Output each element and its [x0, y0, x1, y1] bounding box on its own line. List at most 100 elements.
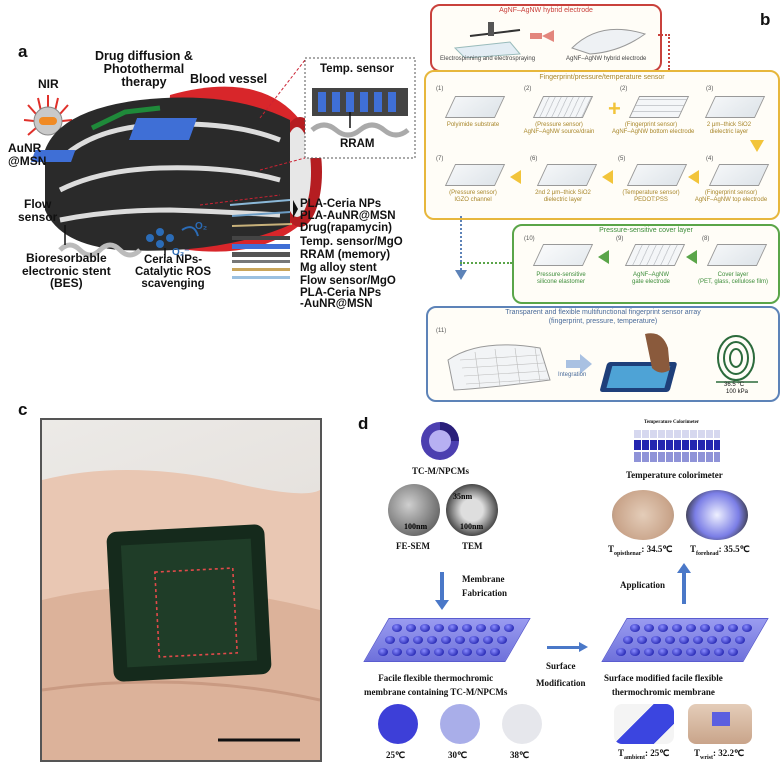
step2a-label: (Pressure sensor) AgNF–AgNW source/drain	[523, 122, 595, 135]
bead	[735, 636, 745, 644]
panel-label-d: d	[358, 414, 369, 433]
flow-sensor-label: Flow sensor	[18, 197, 58, 224]
panel-c: c	[0, 400, 340, 763]
ambient-photo	[614, 704, 674, 744]
membrane-fabrication-label: Membrane Fabrication	[462, 574, 507, 599]
bead	[483, 636, 493, 644]
swatch-30	[440, 704, 480, 744]
sensor-box: Fingerprint/pressure/temperature sensor	[424, 70, 780, 220]
bead	[490, 648, 500, 656]
t-ambient-t: T	[618, 748, 625, 758]
step1-num: (1)	[436, 86, 444, 92]
bead	[406, 624, 416, 632]
bead	[714, 648, 724, 656]
layer-label-1: PLA-Ceria NPs	[300, 198, 382, 210]
bead	[441, 636, 451, 644]
arrow-8-to-9	[686, 250, 697, 264]
bead	[721, 636, 731, 644]
t-forehead: Tforehead: 35.5℃	[690, 544, 750, 557]
sensor-box-title: Fingerprint/pressure/temperature sensor	[539, 74, 665, 81]
fingerprint-icon	[717, 335, 755, 381]
sensor-array-graphic	[447, 333, 758, 392]
integration-label: Integration	[558, 372, 587, 378]
bead	[462, 648, 472, 656]
ceria-label: Ceria NPs- Catalytic ROS scavenging	[135, 254, 212, 291]
bead	[434, 648, 444, 656]
membrane-left-caption: Facile flexible thermochromic membrane c…	[364, 673, 508, 697]
step7-sheet	[444, 164, 506, 186]
t-wrist: Twrist: 32.2℃	[694, 748, 744, 761]
colorimeter-row-mid	[634, 440, 720, 450]
step6-label: 2nd 2 μm–thick SiO2 dielectric layer	[535, 190, 591, 203]
tem-image	[446, 484, 498, 536]
bead	[672, 624, 682, 632]
temp-sensor-label: Temp. sensor	[320, 63, 394, 75]
step1-sheet	[444, 96, 506, 118]
layer-stack	[229, 199, 293, 279]
bead	[420, 648, 430, 656]
wrist-application-patch	[712, 712, 730, 726]
scale-100nm-a: 100nm	[404, 522, 428, 531]
bead	[623, 636, 633, 644]
tc-label: TC-M/NPCMs	[412, 466, 469, 476]
bead	[700, 648, 710, 656]
bead	[637, 636, 647, 644]
step10-sheet	[532, 244, 594, 266]
swatch-25-label: 25℃	[386, 750, 406, 760]
bes-label: Bioresorbable electronic stent (BES)	[22, 251, 111, 291]
o2-label: O₂	[195, 221, 208, 232]
bead	[714, 624, 724, 632]
layer-label-5: RRAM (memory)	[300, 249, 391, 261]
membrane-right-caption: Surface modified facile flexible thermoc…	[604, 673, 723, 697]
arrow-9-to-10	[598, 250, 609, 264]
bead	[728, 648, 738, 656]
t-forehead-value: : 35.5℃	[718, 544, 750, 554]
fabrication-arrowhead	[435, 600, 449, 610]
bead	[427, 636, 437, 644]
flow-sensor-trace	[58, 242, 142, 258]
step5-num: (5)	[618, 156, 626, 162]
bead	[420, 624, 430, 632]
bead	[497, 636, 507, 644]
bead	[392, 624, 402, 632]
bead	[672, 648, 682, 656]
bead	[462, 624, 472, 632]
fingerprint-pressure: 100 kPa	[726, 389, 749, 395]
core-shell-sphere	[421, 422, 459, 460]
wrist-photo-graphic	[42, 470, 320, 760]
step8-sheet	[706, 244, 768, 266]
arrow-4-to-5	[688, 170, 699, 184]
bead	[693, 636, 703, 644]
hybrid-electrode-graphic	[453, 22, 647, 58]
step3-label: 2 μm–thick SiO2 dielectric layer	[706, 122, 752, 135]
cover-box-title: Pressure-sensitive cover layer	[599, 227, 693, 234]
nir-label: NIR	[38, 77, 59, 91]
hybrid-electrode-box: AgNF–AgNW hybrid electrode Electrospinni…	[430, 4, 662, 72]
step4-label: (Fingerprint sensor) AgNF–AgNW top elect…	[694, 190, 768, 203]
step2a-sheet	[532, 96, 594, 118]
step7-label: (Pressure sensor) IGZO channel	[449, 190, 497, 203]
drug-diffusion-label: Drug diffusion & Photothermal therapy	[95, 49, 193, 90]
bead	[686, 624, 696, 632]
step2b-label: (Fingerprint sensor) AgNF–AgNW bottom el…	[612, 122, 695, 135]
step5-sheet	[626, 164, 688, 186]
step10-label: Pressure-sensitive silicone elastomer	[536, 272, 586, 285]
hybrid-left-caption: Electrospinning and electrospraying	[440, 56, 536, 62]
application-arrowhead	[677, 563, 691, 573]
bead	[644, 624, 654, 632]
modification-arrow	[547, 646, 581, 649]
bead	[630, 624, 640, 632]
bead	[651, 636, 661, 644]
colorimeter-strip: Temperature Colorimeter	[632, 420, 722, 464]
fesem-image	[388, 484, 440, 536]
colorimeter-title: Temperature Colorimeter	[644, 420, 700, 425]
bead	[392, 648, 402, 656]
step9-sheet	[624, 244, 686, 266]
blood-vessel-label: Blood vessel	[190, 72, 268, 86]
t-ambient: Tambient: 25℃	[618, 748, 669, 761]
plus-sign: +	[608, 96, 621, 121]
bead	[434, 624, 444, 632]
bead	[476, 624, 486, 632]
green-dotted-connector	[460, 262, 512, 264]
bead	[644, 648, 654, 656]
